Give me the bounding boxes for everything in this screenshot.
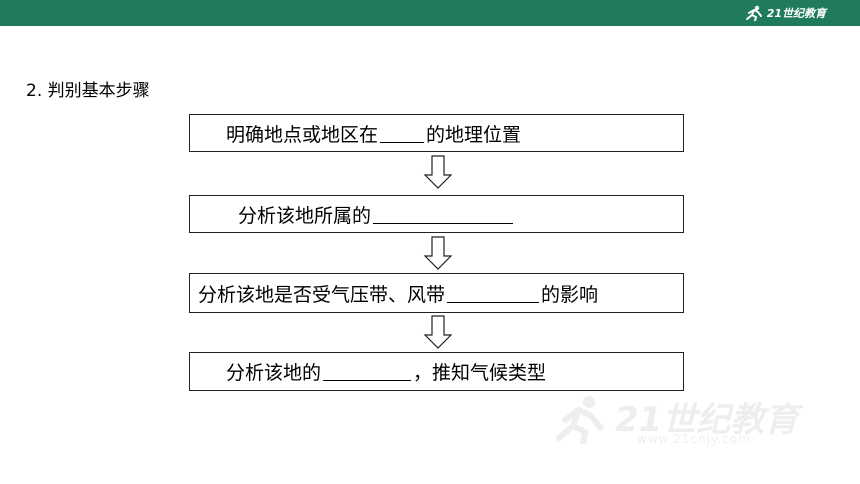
brand-text: 21世纪教育 xyxy=(766,7,826,20)
watermark-url: www.21cnjy.com xyxy=(637,432,751,446)
brand-logo: 21世纪教育 xyxy=(743,4,826,22)
watermark: 21世纪教育 www.21cnjy.com xyxy=(545,390,845,450)
fill-blank-1 xyxy=(380,124,425,143)
watermark-runner-icon xyxy=(556,396,604,444)
down-arrow-icon xyxy=(423,236,453,270)
step-2-text-before: 分析该地所属的 xyxy=(238,204,372,227)
step-box-2: 分析该地所属的 xyxy=(189,195,684,233)
step-box-1: 明确地点或地区在 的地理位置 xyxy=(189,114,684,152)
step-4-text-after: ，推知气候类型 xyxy=(413,362,547,384)
step-1-text-before: 明确地点或地区在 xyxy=(226,123,379,146)
fill-blank-2 xyxy=(373,205,514,224)
watermark-text: 21世纪教育 xyxy=(615,400,799,440)
down-arrow-icon xyxy=(423,315,453,349)
step-box-4: 分析该地的 ，推知气候类型 xyxy=(189,352,684,391)
step-3-text-after: 的影响 xyxy=(541,283,599,306)
fill-blank-4 xyxy=(323,362,412,381)
section-heading: 2. 判别基本步骤 xyxy=(26,81,150,101)
fill-blank-3 xyxy=(447,284,540,303)
top-banner: 21世纪教育 xyxy=(0,0,860,26)
step-3-text-before: 分析该地是否受气压带、风带 xyxy=(198,283,446,306)
down-arrow-icon xyxy=(423,155,453,189)
runner-logo-icon xyxy=(745,5,762,21)
step-4-text-before: 分析该地的 xyxy=(226,362,322,384)
step-1-text-after: 的地理位置 xyxy=(426,123,522,146)
step-box-3: 分析该地是否受气压带、风带 的影响 xyxy=(189,273,684,313)
